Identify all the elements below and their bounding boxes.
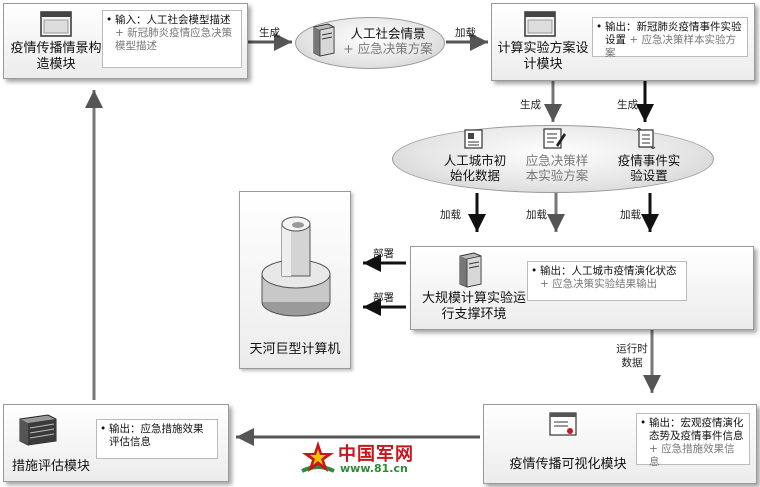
module-title: 疫情传播可视化模块 xyxy=(509,457,627,472)
module-exp-design[interactable]: 计算实验方案设计模块 • 输出：新冠肺炎疫情事件实验设置 + 应急决策样本实验方… xyxy=(491,3,755,81)
scenario-cloud-text: 人工社会情景 + 应急决策方案 xyxy=(343,26,433,56)
module-scenario-build[interactable]: 疫情传播情景构造模块 • 输入：人工社会模型描述 + 新冠肺炎疫情应急决策模型描… xyxy=(3,3,248,79)
server-icon xyxy=(313,23,335,57)
data-item-init: 人工城市初始化数据 xyxy=(443,153,507,183)
label-load-4: 加载 xyxy=(620,209,641,221)
document-icon xyxy=(464,129,483,149)
watermark-url[interactable]: www.81.cn xyxy=(340,462,408,475)
label-load-2: 加载 xyxy=(440,209,461,221)
module-runtime[interactable]: 大规模计算实验运行支撑环境 • 输出：人工城市疫情演化状态 + 应急决策实验结果… xyxy=(410,246,754,330)
watermark-name: 中国军网 xyxy=(338,444,414,465)
module-title: 大规模计算实验运行支撑环境 xyxy=(421,291,526,322)
window-icon xyxy=(524,11,556,37)
module-title: 措施评估模块 xyxy=(11,459,90,474)
label-load-1: 加载 xyxy=(455,27,476,39)
data-item-plan: 应急决策样本实验方案 xyxy=(525,153,589,183)
label-gen-3: 生成 xyxy=(617,99,638,111)
server-icon xyxy=(459,252,482,288)
module-evaluation[interactable]: 措施评估模块 • 输出：应急措施效果评估信息 xyxy=(3,404,229,482)
certificate-icon xyxy=(549,412,577,436)
output-note: • 输出：宏观疫情演化态势及疫情事件信息 + 应急措施效果信息 xyxy=(636,413,750,468)
label-gen-1: 生成 xyxy=(259,27,280,39)
server-rack-icon xyxy=(19,414,57,446)
label-deploy-2: 部署 xyxy=(373,292,394,304)
data-item-event: 疫情事件实验设置 xyxy=(617,153,681,183)
supercomputer-box: 天河巨型计算机 xyxy=(239,191,351,369)
supercomputer-icon xyxy=(261,216,331,317)
window-icon xyxy=(40,11,72,37)
logo-emblem xyxy=(301,441,335,473)
label-load-3: 加载 xyxy=(526,209,547,221)
output-note: • 输出：人工城市疫情演化状态 + 应急决策实验结果输出 xyxy=(527,261,687,301)
label-deploy-1: 部署 xyxy=(373,248,394,260)
module-title: 计算实验方案设计模块 xyxy=(497,41,589,72)
scroll-icon xyxy=(636,128,656,149)
module-visualization[interactable]: 疫情传播可视化模块 • 输出：宏观疫情演化态势及疫情事件信息 + 应急措施效果信… xyxy=(483,404,757,484)
label-gen-2: 生成 xyxy=(520,99,541,111)
output-note: • 输出：应急措施效果评估信息 xyxy=(96,419,218,459)
module-title: 疫情传播情景构造模块 xyxy=(10,41,102,72)
output-note: • 输出：新冠肺炎疫情事件实验设置 + 应急决策样本实验方案 xyxy=(592,17,748,59)
supercomputer-label: 天河巨型计算机 xyxy=(249,342,341,357)
input-note: • 输入：人工社会模型描述 + 新冠肺炎疫情应急决策模型描述 xyxy=(102,10,242,68)
label-runtime-data: 运行时数据 xyxy=(616,343,648,369)
document-pen-icon xyxy=(543,128,566,149)
